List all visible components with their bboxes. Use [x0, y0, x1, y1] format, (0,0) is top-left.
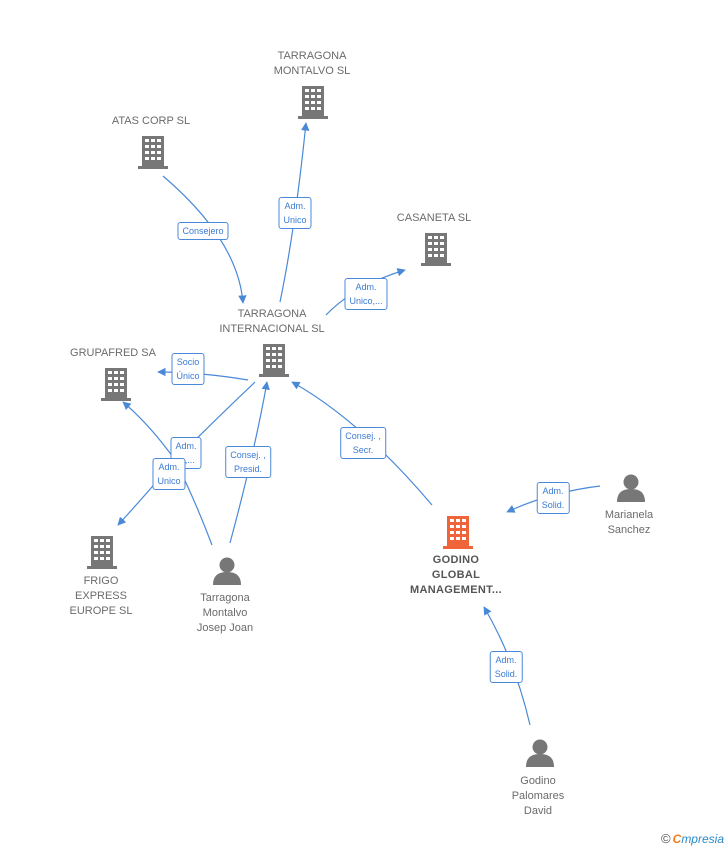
- label-line: ATAS CORP SL: [111, 115, 191, 127]
- edge-label-line: Solid.: [494, 669, 518, 679]
- copyright-icon: ©: [661, 831, 671, 846]
- building-icon[interactable]: [87, 536, 117, 569]
- label-line: GRUPAFRED SA: [70, 347, 156, 359]
- empresia-logo[interactable]: ©Cmpresia: [661, 831, 724, 846]
- label-line: CASANETA SL: [396, 212, 472, 224]
- edge-label-adm-solid-david[interactable]: Adm. Solid.: [489, 651, 523, 683]
- edge-label-adm-solid-marianela[interactable]: Adm. Solid.: [536, 482, 570, 514]
- person-icon[interactable]: [617, 474, 645, 503]
- building-icon[interactable]: [138, 136, 168, 169]
- edge-label-adm-unico-frigo[interactable]: Adm. Unico: [152, 458, 186, 490]
- label-line: MANAGEMENT...: [410, 584, 502, 596]
- node-label-casaneta[interactable]: CASANETA SL: [397, 211, 471, 226]
- building-icon[interactable]: [443, 516, 473, 549]
- label-line: Palomares: [511, 790, 565, 802]
- edge-label-line: ...,...: [177, 455, 195, 465]
- edge-label-line: Adm.: [495, 655, 517, 665]
- edge-label-adm-josep-intl[interactable]: Adm. ...,...: [170, 437, 202, 469]
- label-line: MONTALVO SL: [273, 65, 351, 77]
- edge-label-line: Único: [176, 371, 200, 381]
- label-line: GODINO: [432, 554, 480, 566]
- node-label-tarragona-montalvo-sl[interactable]: TARRAGONA MONTALVO SL: [274, 49, 351, 79]
- person-icon[interactable]: [526, 739, 554, 768]
- building-icon[interactable]: [298, 86, 328, 119]
- brand-initial: C: [672, 832, 682, 846]
- label-line: Godino: [520, 775, 556, 787]
- label-line: EUROPE SL: [69, 605, 133, 617]
- edge-label-line: Adm.: [158, 462, 180, 472]
- edge-label-line: Adm.: [542, 486, 564, 496]
- node-label-frigo-express[interactable]: FRIGO EXPRESS EUROPE SL: [70, 574, 133, 619]
- label-line: Montalvo: [202, 607, 248, 619]
- node-label-godino-david[interactable]: Godino Palomares David: [512, 774, 565, 819]
- building-icon[interactable]: [101, 368, 131, 401]
- edge-label-line: Unico: [283, 215, 307, 225]
- node-label-tarragona-internacional[interactable]: TARRAGONA INTERNACIONAL SL: [219, 307, 324, 337]
- label-line: GLOBAL: [431, 569, 481, 581]
- label-line: Sanchez: [607, 524, 651, 536]
- edge-label-line: Consej. ,: [230, 450, 266, 460]
- edge-label-line: Consej. ,: [345, 431, 381, 441]
- building-icon[interactable]: [259, 344, 289, 377]
- edge-josep-grupafred: [122, 401, 176, 461]
- edge-label-line: Consejero: [182, 226, 224, 236]
- label-line: David: [523, 805, 553, 817]
- brand-name: mpresia: [681, 832, 724, 846]
- edge-label-adm-unico-casaneta[interactable]: Adm. Unico,...: [344, 278, 388, 310]
- person-icon[interactable]: [213, 557, 241, 586]
- edge-label-line: Adm.: [284, 201, 306, 211]
- node-label-atas-corp[interactable]: ATAS CORP SL: [112, 114, 190, 129]
- edge-label-adm-unico-montalvo[interactable]: Adm. Unico: [278, 197, 312, 229]
- edge-label-line: Unico,...: [349, 296, 383, 306]
- edge-label-line: Presid.: [233, 464, 262, 474]
- node-label-godino-global[interactable]: GODINO GLOBAL MANAGEMENT...: [410, 553, 502, 598]
- edge-label-line: Unico: [157, 476, 181, 486]
- edge-label-line: Solid.: [541, 500, 565, 510]
- edge-label-consej-presid[interactable]: Consej. , Presid.: [225, 446, 271, 478]
- label-line: INTERNACIONAL SL: [219, 323, 325, 335]
- label-line: Marianela: [604, 509, 654, 521]
- label-line: TARRAGONA: [277, 50, 347, 62]
- edge-label-consejero[interactable]: Consejero: [177, 222, 229, 240]
- node-label-marianela[interactable]: Marianela Sanchez: [605, 508, 653, 538]
- building-icon[interactable]: [421, 233, 451, 266]
- node-label-grupafred[interactable]: GRUPAFRED SA: [70, 346, 156, 361]
- edge-label-line: Socio: [176, 357, 200, 367]
- edge-label-line: Adm.: [175, 441, 197, 451]
- edge-label-line: Secr.: [352, 445, 374, 455]
- label-line: EXPRESS: [75, 590, 127, 602]
- label-line: TARRAGONA: [237, 308, 307, 320]
- label-line: FRIGO: [83, 575, 119, 587]
- node-label-tarragona-montalvo-josep[interactable]: Tarragona Montalvo Josep Joan: [197, 591, 253, 636]
- label-line: Tarragona: [200, 592, 250, 604]
- label-line: Josep Joan: [196, 622, 254, 634]
- edge-label-line: Adm.: [355, 282, 377, 292]
- edge-label-consej-secr[interactable]: Consej. , Secr.: [340, 427, 386, 459]
- edge-label-socio-unico[interactable]: Socio Único: [171, 353, 205, 385]
